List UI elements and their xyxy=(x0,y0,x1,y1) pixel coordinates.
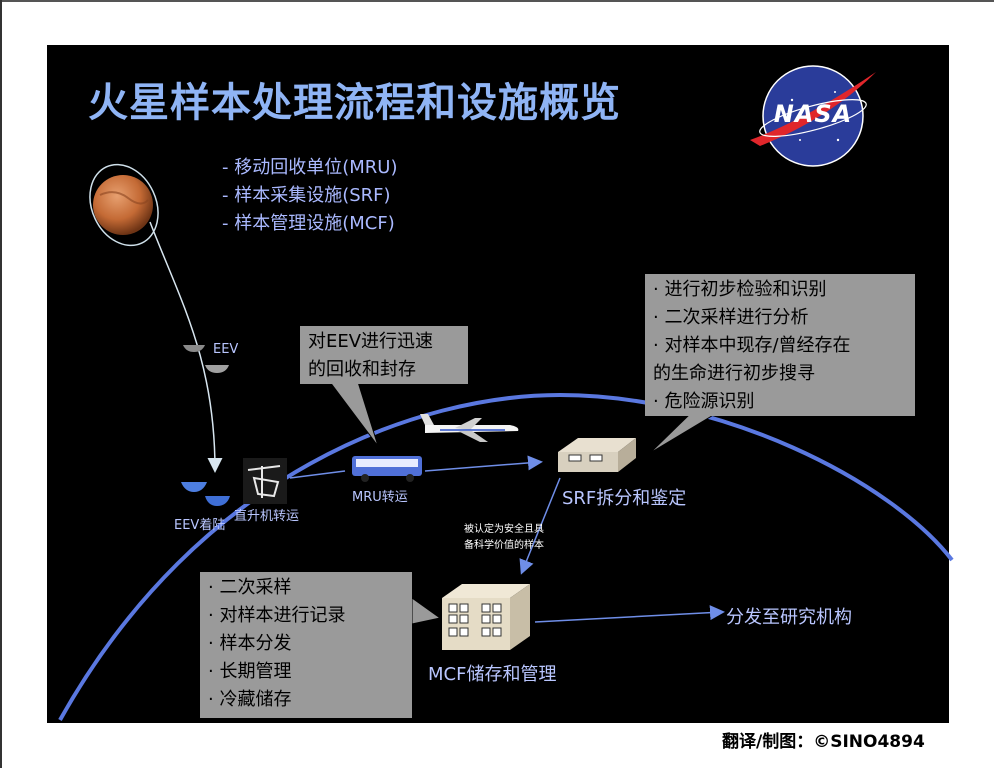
callout-mcf-line: · 冷藏储存 xyxy=(208,689,292,710)
safe-sample-note: 被认定为安全且具 备科学价值的样本 xyxy=(464,522,544,554)
page-border-left xyxy=(0,0,2,768)
callout-pointer-mru xyxy=(329,381,379,447)
callout-pointer-srf xyxy=(649,413,717,454)
callout-srf-line: · 二次采样进行分析 xyxy=(653,307,809,328)
callout-mcf-line: · 样本分发 xyxy=(208,633,292,654)
helicopter-photo xyxy=(243,458,287,504)
page-title: 火星样本处理流程和设施概览 xyxy=(88,80,621,126)
page-border-top xyxy=(0,0,994,2)
nasa-logo-text: NASA xyxy=(773,100,853,128)
callout-mcf-line: · 对样本进行记录 xyxy=(208,605,346,626)
srf-building-icon xyxy=(558,438,636,472)
callout-srf-line: 的生命进行初步搜寻 xyxy=(653,363,815,384)
callout-mru: 对EEV进行迅速 的回收和封存 xyxy=(300,326,468,384)
arrow-to-mru xyxy=(289,470,346,479)
eev-landing-icon xyxy=(181,482,230,506)
safe-sample-note-line: 备科学价值的样本 xyxy=(464,540,544,551)
mru-truck-icon xyxy=(352,456,422,482)
mcf-building-icon xyxy=(442,584,530,650)
eev-capsule-icon xyxy=(183,345,229,373)
airplane-icon xyxy=(420,414,519,442)
return-trajectory xyxy=(149,221,223,473)
eev-label: EEV xyxy=(213,342,239,357)
callout-srf-line: · 对样本中现存/曾经存在 xyxy=(653,335,851,356)
credit-text: 翻译/制图：©SINO4894 xyxy=(722,732,925,752)
callout-pointer-mcf xyxy=(411,597,442,625)
helicopter-label: 直升机转运 xyxy=(234,509,300,524)
mru-transport-label: MRU转运 xyxy=(352,490,408,505)
srf-label: SRF拆分和鉴定 xyxy=(562,488,687,509)
legend-item-srf: - 样本采集设施(SRF) xyxy=(222,185,391,206)
mars-planet xyxy=(89,163,159,247)
arrow-to-srf xyxy=(424,455,543,472)
callout-mru-line: 的回收和封存 xyxy=(308,359,416,380)
callout-mru-line: 对EEV进行迅速 xyxy=(308,331,434,352)
mcf-label: MCF储存和管理 xyxy=(428,664,557,685)
legend-item-mcf: - 样本管理设施(MCF) xyxy=(222,213,395,234)
arrow-to-mcf xyxy=(519,477,561,575)
safe-sample-note-line: 被认定为安全且具 xyxy=(464,524,544,535)
callout-srf-line: · 进行初步检验和识别 xyxy=(653,279,827,300)
earth-arc xyxy=(58,392,954,721)
callout-mcf: · 二次采样 · 对样本进行记录 · 样本分发 · 长期管理 · 冷藏储存 xyxy=(200,572,412,718)
callout-srf-line: · 危险源识别 xyxy=(653,391,755,412)
eev-landing-label: EEV着陆 xyxy=(174,518,226,533)
callout-mcf-line: · 二次采样 xyxy=(208,577,292,598)
distribute-label: 分发至研究机构 xyxy=(726,607,852,628)
legend-item-mru: - 移动回收单位(MRU) xyxy=(222,157,398,178)
callout-srf: · 进行初步检验和识别 · 二次采样进行分析 · 对样本中现存/曾经存在 的生命… xyxy=(645,274,915,416)
nasa-logo xyxy=(750,65,876,167)
callout-mcf-line: · 长期管理 xyxy=(208,661,292,682)
arrow-to-research xyxy=(534,605,725,623)
